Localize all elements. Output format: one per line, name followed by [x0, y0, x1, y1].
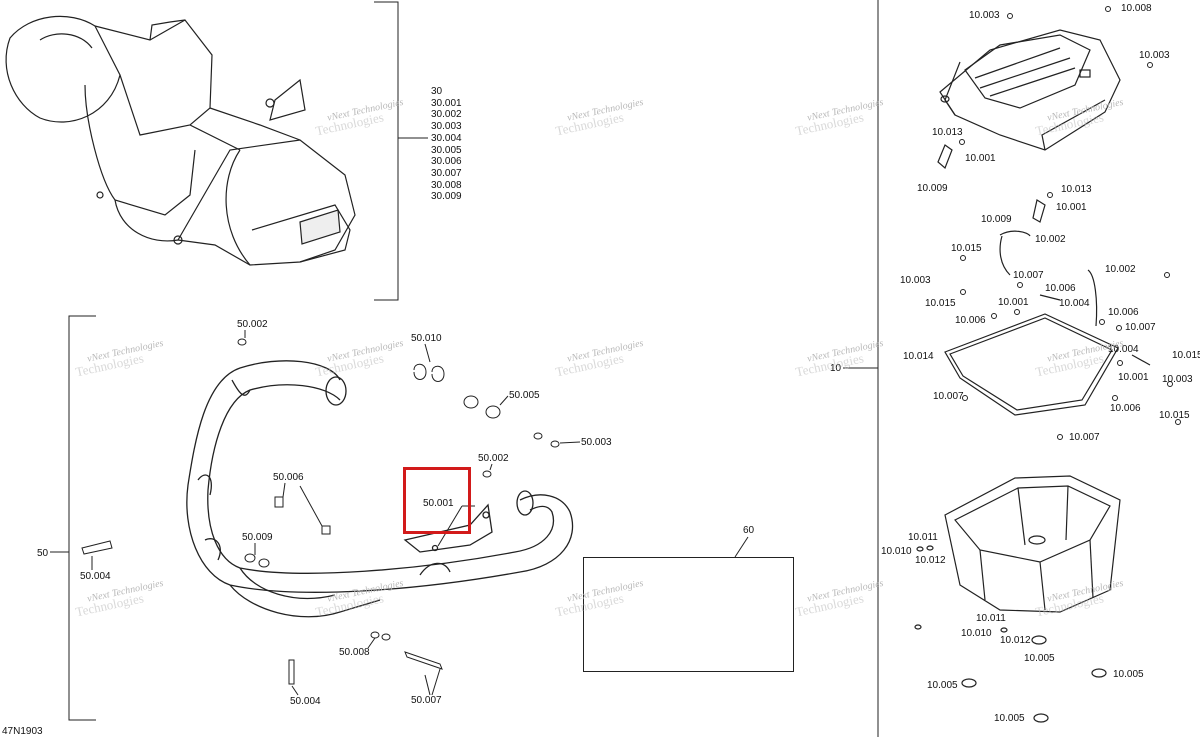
callout[interactable]: 10.015 — [1159, 410, 1190, 421]
callout[interactable]: 50.009 — [242, 532, 273, 543]
callout[interactable]: 10.008 — [1121, 3, 1152, 14]
callout[interactable]: 10.009 — [981, 214, 1012, 225]
callout[interactable]: 10.004 — [1108, 344, 1139, 355]
group-30-item[interactable]: 30 — [431, 86, 443, 97]
callout[interactable]: 10.002 — [1035, 234, 1066, 245]
callout[interactable]: 10.001 — [1056, 202, 1087, 213]
callout[interactable]: 50.005 — [509, 390, 540, 401]
callout[interactable]: 10.010 — [881, 546, 912, 557]
group-30-item[interactable]: 30.006 — [431, 156, 462, 168]
group-10-label[interactable]: 10 — [830, 363, 842, 374]
highlight-box-50-001[interactable] — [403, 467, 471, 534]
group-30-item[interactable]: 30.009 — [431, 191, 462, 203]
winch-drawing — [5, 15, 356, 266]
callout[interactable]: 10.003 — [1139, 50, 1170, 61]
box-lid-drawing — [937, 29, 1121, 223]
group-30-item[interactable]: 30.008 — [431, 179, 462, 191]
callout[interactable]: 50.008 — [339, 647, 370, 658]
group-60-label[interactable]: 60 — [743, 525, 755, 536]
callout[interactable]: 50.010 — [411, 333, 442, 344]
callout[interactable]: 10.002 — [1105, 264, 1136, 275]
callout[interactable]: 10.006 — [1110, 403, 1141, 414]
callout[interactable]: 50.002 — [478, 453, 509, 464]
callout[interactable]: 10.007 — [933, 391, 964, 402]
callout[interactable]: 10.001 — [998, 297, 1029, 308]
callout[interactable]: 10.005 — [1024, 653, 1055, 664]
callout[interactable]: 10.009 — [917, 183, 948, 194]
callout[interactable]: 10.014 — [903, 351, 934, 362]
callout[interactable]: 50.003 — [581, 437, 612, 448]
callout[interactable]: 10.015 — [1172, 350, 1200, 361]
bracket-30 — [374, 1, 399, 301]
callout[interactable]: 10.011 — [976, 613, 1006, 624]
callout[interactable]: 10.005 — [994, 713, 1025, 724]
callout[interactable]: 10.003 — [969, 10, 1000, 21]
bumper-drawing — [186, 360, 574, 618]
callout[interactable]: 10.003 — [1162, 374, 1193, 385]
callout[interactable]: 10.003 — [900, 275, 931, 286]
callout[interactable]: 10.005 — [1113, 669, 1144, 680]
callout[interactable]: 10.010 — [961, 628, 992, 639]
callout[interactable]: 10.006 — [1108, 307, 1139, 318]
group-30-item[interactable]: 30.007 — [431, 167, 462, 179]
gasket-drawing — [944, 230, 1151, 416]
callout[interactable]: 10.004 — [1059, 298, 1090, 309]
callout[interactable]: 10.001 — [1118, 372, 1149, 383]
callout[interactable]: 10.015 — [951, 243, 982, 254]
callout[interactable]: 10.011 — [908, 532, 938, 543]
callout[interactable]: 10.001 — [965, 153, 996, 164]
group-30-item[interactable]: 30.005 — [431, 144, 462, 156]
callout[interactable]: 10.005 — [927, 680, 958, 691]
group-30-item[interactable]: 30.002 — [431, 109, 462, 121]
callout[interactable]: 50.006 — [273, 472, 304, 483]
callout[interactable]: 10.012 — [1000, 635, 1031, 646]
callout[interactable]: 50.004 — [80, 571, 111, 582]
bracket-50 — [68, 315, 96, 721]
group-30-item[interactable]: 30.003 — [431, 121, 462, 133]
callout[interactable]: 50.004 — [290, 696, 321, 707]
group-30-list: 30 30.001 30.002 30.003 30.004 30.005 30… — [431, 86, 462, 203]
box-tub-drawing — [914, 475, 1121, 723]
callout[interactable]: 50.002 — [237, 319, 268, 330]
callout[interactable]: 10.007 — [1069, 432, 1100, 443]
bumper-hardware — [81, 330, 581, 696]
group-50-label[interactable]: 50 — [37, 548, 49, 559]
group-60-box[interactable] — [583, 557, 794, 672]
callout[interactable]: 10.007 — [1125, 322, 1156, 333]
group-30-item[interactable]: 30.001 — [431, 97, 462, 109]
callout[interactable]: 10.006 — [955, 315, 986, 326]
callout[interactable]: 10.006 — [1045, 283, 1076, 294]
callout[interactable]: 10.012 — [915, 555, 946, 566]
callout-50-001[interactable]: 50.001 — [423, 498, 454, 509]
group-30-item[interactable]: 30.004 — [431, 132, 462, 144]
right-hardware — [959, 6, 1181, 440]
callout[interactable]: 50.007 — [411, 695, 442, 706]
callout[interactable]: 10.007 — [1013, 270, 1044, 281]
callout[interactable]: 10.015 — [925, 298, 956, 309]
callout[interactable]: 10.013 — [932, 127, 963, 138]
diagram-id: 47N1903 — [2, 726, 43, 737]
callout[interactable]: 10.013 — [1061, 184, 1092, 195]
